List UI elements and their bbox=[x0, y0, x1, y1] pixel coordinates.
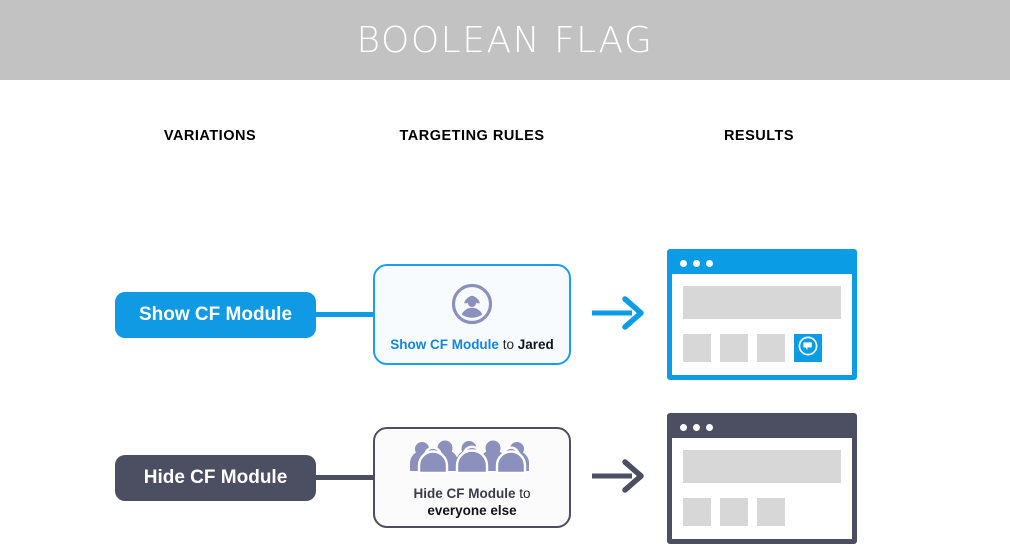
column-heading-results: RESULTS bbox=[723, 128, 795, 144]
rule-connector-hide: to bbox=[519, 486, 531, 501]
diagram-canvas: VARIATIONS TARGETING RULES RESULTS Show … bbox=[0, 80, 1010, 544]
variation-pill-hide-label: Hide CF Module bbox=[143, 467, 288, 488]
window-dot-icon bbox=[693, 423, 700, 431]
content-tile bbox=[683, 334, 711, 362]
rule-highlight-show: Show CF Module bbox=[390, 336, 499, 352]
content-placeholder-block bbox=[683, 450, 841, 483]
connector-line-show bbox=[316, 312, 376, 317]
targeting-rule-text-hide: Hide CF Module to everyone else bbox=[413, 485, 530, 519]
rule-highlight-hide: Hide CF Module bbox=[413, 486, 516, 501]
window-titlebar-show bbox=[672, 254, 852, 272]
content-placeholder-block bbox=[683, 286, 841, 319]
window-dot-icon bbox=[693, 259, 700, 267]
targeting-rule-text-show: Show CF Module to Jared bbox=[390, 336, 554, 353]
result-window-hide[interactable] bbox=[667, 413, 857, 544]
variation-pill-hide[interactable]: Hide CF Module bbox=[115, 455, 316, 501]
chat-flag-icon bbox=[797, 335, 819, 362]
cf-module-tile[interactable] bbox=[794, 334, 822, 362]
rule-connector-show: to bbox=[502, 336, 514, 352]
flow-arrow-show bbox=[592, 296, 648, 330]
content-tile bbox=[720, 498, 748, 526]
window-body-show bbox=[672, 274, 852, 375]
window-dot-icon bbox=[680, 423, 687, 431]
window-dot-icon bbox=[706, 423, 713, 431]
content-tile bbox=[720, 334, 748, 362]
window-dot-icon bbox=[680, 259, 687, 267]
flow-arrow-hide bbox=[592, 459, 648, 493]
window-dot-icon bbox=[706, 259, 713, 267]
content-tile bbox=[757, 498, 785, 526]
rule-target-hide: everyone else bbox=[427, 503, 517, 518]
targeting-rule-card-hide[interactable]: Hide CF Module to everyone else bbox=[373, 427, 571, 528]
window-titlebar-hide bbox=[672, 418, 852, 436]
connector-line-hide bbox=[316, 475, 376, 480]
targeting-rule-card-show[interactable]: Show CF Module to Jared bbox=[373, 264, 571, 365]
crowd-icon bbox=[405, 440, 539, 479]
content-tile-row-hide bbox=[683, 498, 841, 526]
variation-pill-show-label: Show CF Module bbox=[138, 304, 293, 325]
column-heading-targeting-rules: TARGETING RULES bbox=[399, 128, 545, 144]
window-body-hide bbox=[672, 438, 852, 539]
header-banner: BOOLEAN FLAG bbox=[0, 0, 1010, 80]
page-title: BOOLEAN FLAG bbox=[356, 19, 654, 61]
variation-pill-show[interactable]: Show CF Module bbox=[115, 292, 316, 338]
content-tile-row-show bbox=[683, 334, 841, 362]
rule-target-show: Jared bbox=[517, 336, 554, 352]
result-window-show[interactable] bbox=[667, 249, 857, 380]
person-icon bbox=[451, 283, 493, 330]
content-tile bbox=[757, 334, 785, 362]
column-heading-variations: VARIATIONS bbox=[163, 128, 257, 144]
content-tile bbox=[683, 498, 711, 526]
